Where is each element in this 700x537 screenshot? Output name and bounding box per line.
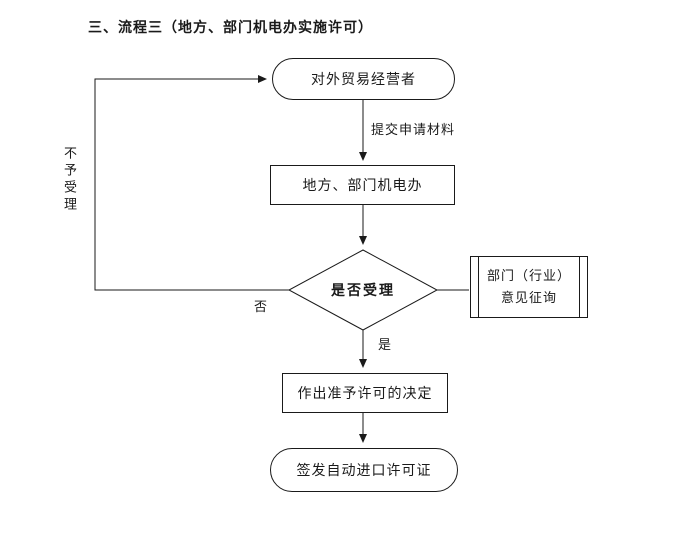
node-start-label: 对外贸易经营者 [311,71,416,87]
node-consult-predefined-process: 部门（行业） 意见征询 [470,256,588,318]
node-consult-label-line1: 部门（行业） [486,267,571,283]
node-start-terminator: 对外贸易经营者 [272,58,455,100]
node-decision-label: 是否受理 [331,282,395,298]
node-office-label: 地方、部门机电办 [302,177,423,193]
edge-label-reject: 不予受理 [62,146,77,214]
node-approve-process: 作出准予许可的决定 [282,373,448,413]
node-issue-label: 签发自动进口许可证 [296,462,432,478]
edge-label-submit: 提交申请材料 [371,122,456,137]
node-approve-label: 作出准予许可的决定 [297,385,433,401]
node-issue-terminator: 签发自动进口许可证 [270,448,458,492]
page-title: 三、流程三（地方、部门机电办实施许可） [88,19,373,35]
predef-right-line [579,257,580,317]
edge-label-no: 否 [254,299,269,314]
edge-label-yes: 是 [378,337,393,352]
node-consult-label-line2: 意见征询 [500,290,557,305]
decision-diamond [287,249,439,331]
node-decision: 是否受理 [289,250,437,330]
arrow-reject-loop [94,75,289,291]
node-office-process: 地方、部门机电办 [270,165,455,205]
predef-left-line [478,257,479,317]
